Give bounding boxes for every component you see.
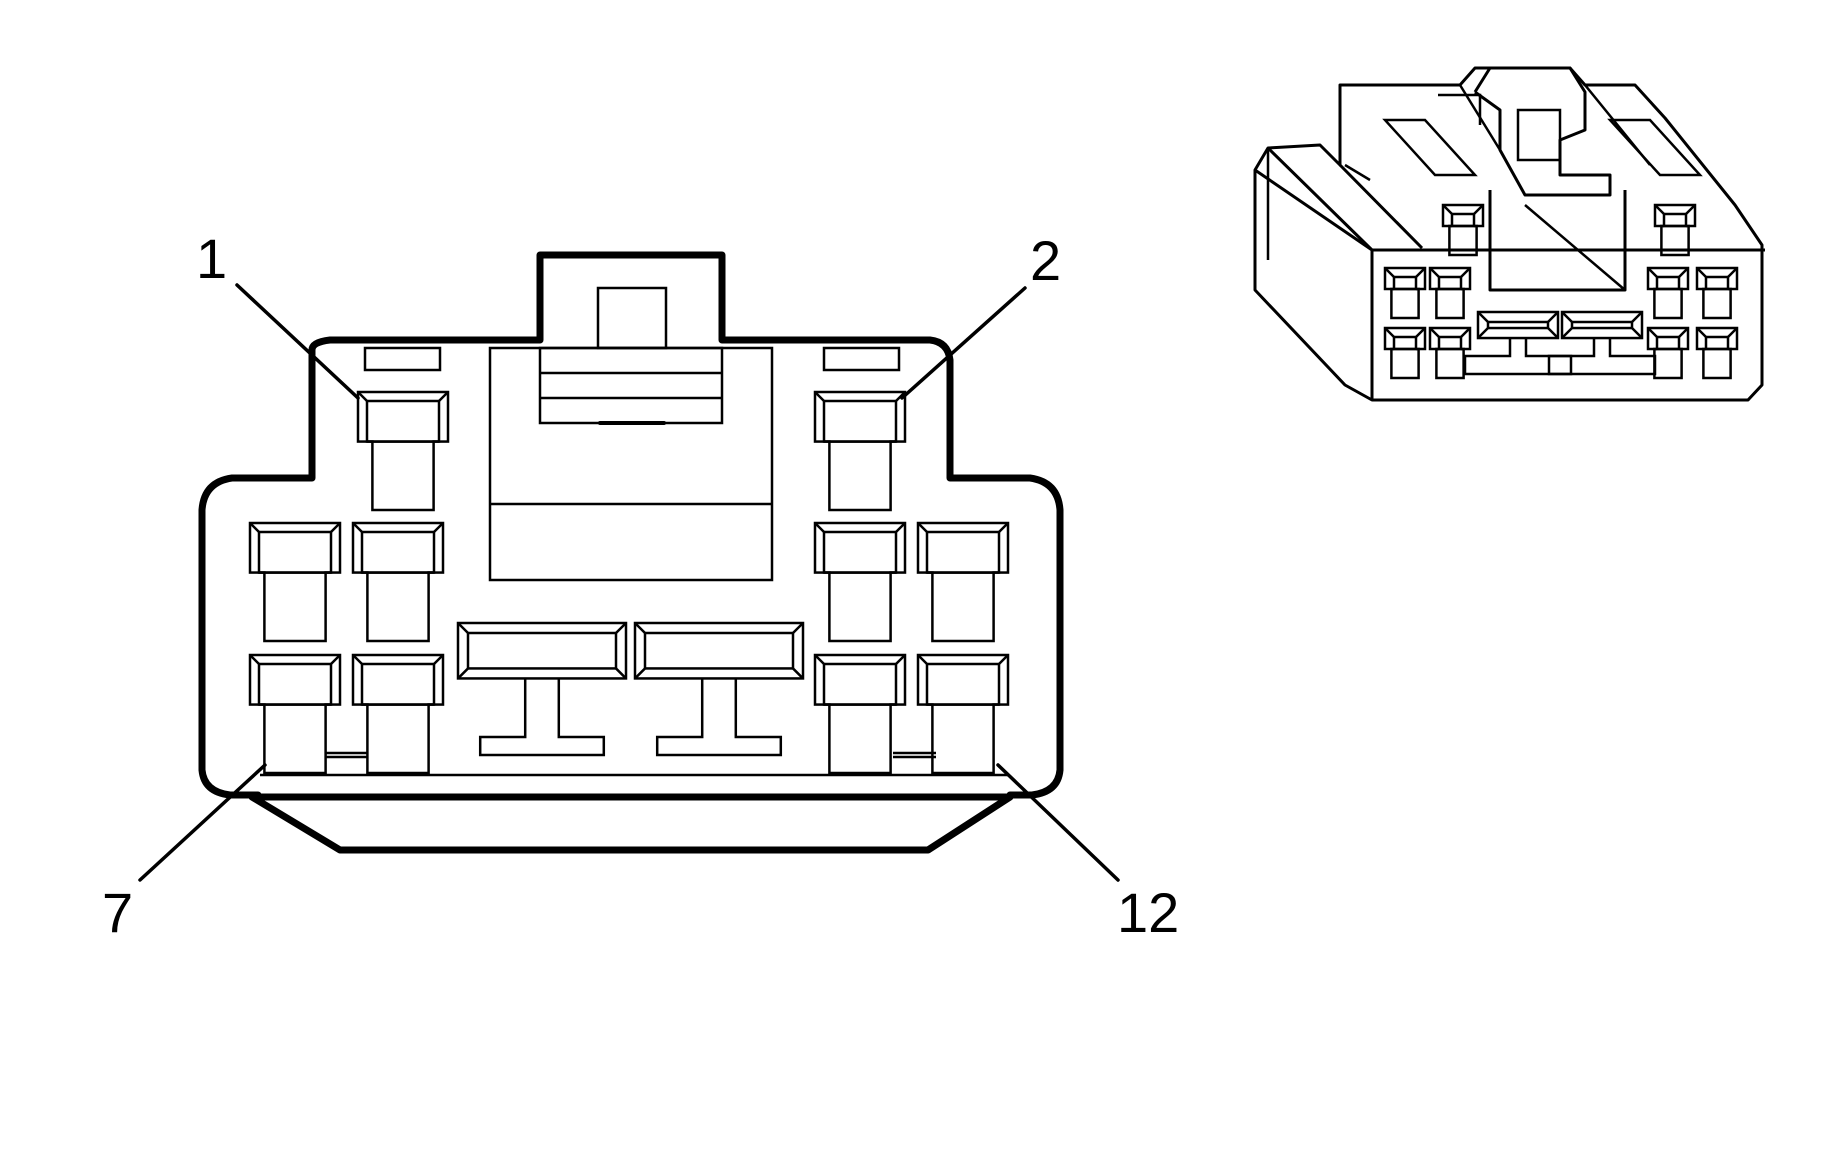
terminal-pin-7: [248, 653, 342, 775]
iso-terminal-7: [1383, 326, 1427, 380]
terminal-row3-2: [351, 653, 445, 775]
terminal-pin-1: [356, 390, 450, 512]
iso-housing-outline: [1253, 66, 1764, 402]
connector-housing-outline: [198, 251, 1064, 799]
latch-body: [538, 346, 724, 425]
terminal-pin-2: [813, 390, 907, 512]
top-slot-left: [363, 346, 442, 372]
iso-terminal-5: [1646, 266, 1690, 320]
terminal-row2-3: [813, 521, 907, 643]
terminal-row3-5: [813, 653, 907, 775]
iso-terminal-10: [1695, 326, 1739, 380]
pin-label-12: 12: [1117, 881, 1179, 944]
pin-label-2: 2: [1030, 229, 1061, 292]
leader-line-pin-2: [900, 286, 1027, 400]
terminal-row2-1: [248, 521, 342, 643]
leader-line-pin-1: [235, 283, 360, 400]
terminal-pin-12: [916, 653, 1010, 775]
terminal-cavities: [248, 390, 1010, 775]
iso-terminal-8: [1428, 326, 1472, 380]
iso-terminal-2: [1653, 203, 1697, 257]
pin-label-7: 7: [102, 881, 133, 944]
leader-line-pin-12: [996, 763, 1120, 882]
pin-label-1: 1: [196, 227, 227, 290]
iso-latch: [1473, 66, 1612, 197]
leader-line-pin-7: [138, 763, 267, 882]
connector-front-view: 1 2 7 12: [102, 227, 1179, 944]
terminal-wide-right: [633, 621, 805, 757]
iso-terminal-cavities: [1383, 203, 1739, 380]
iso-terminal-wide-2: [1547, 310, 1657, 376]
top-slot-right: [822, 346, 901, 372]
iso-terminal-6: [1695, 266, 1739, 320]
iso-terminal-9: [1646, 326, 1690, 380]
terminal-wide-left: [456, 621, 628, 757]
iso-terminal-1: [1441, 203, 1485, 257]
connector-isometric-view: [1253, 66, 1765, 402]
iso-terminal-wide-1: [1463, 310, 1573, 376]
terminal-row2-4: [916, 521, 1010, 643]
iso-center-recess: [1488, 190, 1627, 292]
bottom-ledge: [248, 793, 1014, 854]
iso-terminal-3: [1383, 266, 1427, 320]
center-cavity: [488, 346, 774, 582]
iso-terminal-4: [1428, 266, 1472, 320]
latch-window: [596, 286, 668, 350]
terminal-row2-2: [351, 521, 445, 643]
